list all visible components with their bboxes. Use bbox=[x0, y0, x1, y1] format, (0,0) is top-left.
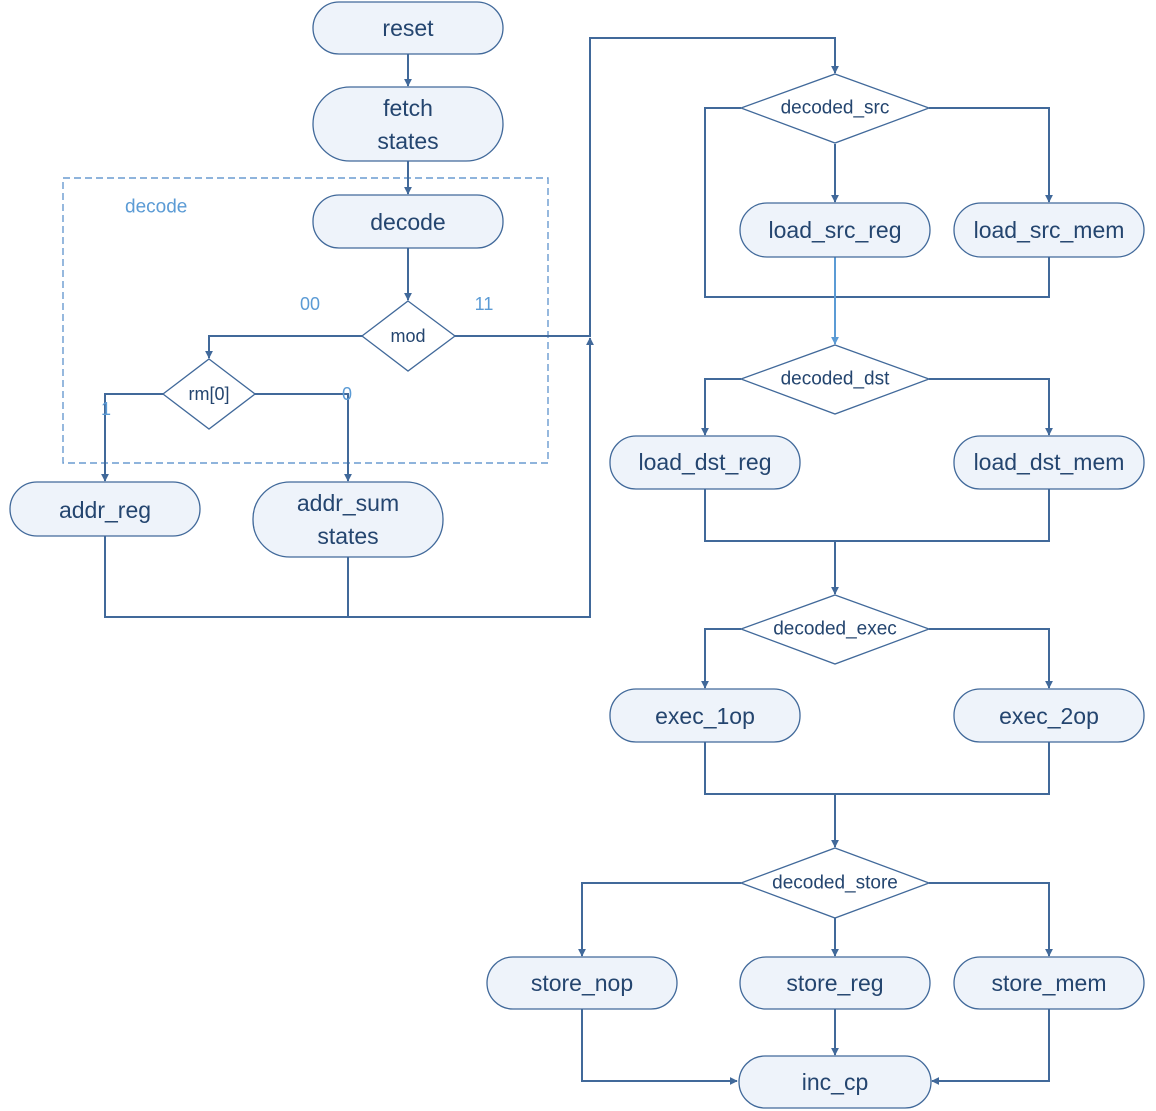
edge-decoded-dst-load-mem bbox=[929, 378, 1053, 436]
edge-decoded-src-load-mem bbox=[929, 107, 1053, 203]
decision-decoded-dst-label: decoded_dst bbox=[781, 369, 891, 390]
edge-decoded-exec-1op bbox=[701, 628, 741, 689]
node-fetch-states: fetch states bbox=[312, 86, 504, 162]
node-load-dst-mem-label: load_dst_mem bbox=[974, 449, 1125, 475]
edge-rm0-addr-sum bbox=[255, 393, 352, 482]
node-store-reg-label: store_reg bbox=[786, 970, 883, 996]
edge-exec-merge bbox=[704, 742, 1050, 795]
decision-rm0: rm[0] bbox=[161, 358, 257, 430]
node-addr-sum-states: addr_sum states bbox=[252, 481, 444, 558]
decision-mod-label: mod bbox=[390, 326, 425, 346]
edge-mod-rm0 bbox=[205, 335, 362, 359]
node-store-nop-label: store_nop bbox=[531, 970, 633, 996]
node-load-dst-mem: load_dst_mem bbox=[953, 435, 1145, 490]
edge-decoded-store-nop bbox=[578, 882, 741, 957]
node-load-src-mem-label: load_src_mem bbox=[974, 217, 1125, 243]
node-fetch-label-line2: states bbox=[377, 128, 438, 154]
node-load-dst-reg: load_dst_reg bbox=[609, 435, 801, 490]
decision-mod: mod bbox=[360, 300, 457, 372]
edge-store-nop-inc-cp bbox=[581, 1009, 738, 1085]
decode-region: decode bbox=[62, 177, 549, 464]
node-load-dst-reg-label: load_dst_reg bbox=[639, 449, 772, 475]
edge-rm0-addr-reg bbox=[101, 393, 163, 482]
edge-label-rm-1: 1 bbox=[101, 399, 111, 419]
node-exec-2op: exec_2op bbox=[953, 688, 1145, 743]
node-addr-reg: addr_reg bbox=[9, 481, 201, 537]
edge-addr-merge-up bbox=[104, 337, 594, 618]
edge-label-rm-0: 0 bbox=[342, 384, 352, 404]
node-exec-2op-label: exec_2op bbox=[999, 703, 1099, 729]
node-reset-label: reset bbox=[382, 15, 434, 41]
decision-rm0-label: rm[0] bbox=[188, 384, 229, 404]
node-decode: decode bbox=[312, 194, 504, 249]
edge-mod-decoded-src bbox=[455, 37, 839, 337]
node-addr-sum-label-line2: states bbox=[317, 523, 378, 549]
node-store-reg: store_reg bbox=[739, 956, 931, 1010]
edge-decoded-src-skip bbox=[704, 107, 1050, 298]
edge-label-mod-00: 00 bbox=[300, 294, 320, 314]
edges bbox=[101, 37, 1053, 1085]
node-addr-reg-label: addr_reg bbox=[59, 497, 151, 523]
node-inc-cp: inc_cp bbox=[738, 1055, 932, 1109]
decode-region-label: decode bbox=[125, 197, 187, 218]
node-store-nop: store_nop bbox=[486, 956, 678, 1010]
decision-decoded-dst: decoded_dst bbox=[739, 344, 931, 415]
decision-decoded-store: decoded_store bbox=[739, 847, 931, 919]
decision-decoded-store-label: decoded_store bbox=[772, 873, 898, 894]
decision-decoded-exec: decoded_exec bbox=[739, 594, 931, 665]
node-inc-cp-label: inc_cp bbox=[802, 1069, 868, 1095]
edge-load-dst-merge bbox=[704, 489, 1050, 542]
edge-decoded-exec-2op bbox=[929, 628, 1053, 689]
node-load-src-reg: load_src_reg bbox=[739, 202, 931, 258]
decision-decoded-src-label: decoded_src bbox=[781, 98, 890, 119]
edge-decoded-dst-load-reg bbox=[701, 378, 741, 436]
node-store-mem-label: store_mem bbox=[991, 970, 1106, 996]
edge-store-mem-inc-cp bbox=[931, 1009, 1050, 1085]
decision-decoded-exec-label: decoded_exec bbox=[773, 619, 897, 640]
node-fetch-label-line1: fetch bbox=[383, 95, 433, 121]
node-load-src-reg-label: load_src_reg bbox=[769, 217, 902, 243]
node-exec-1op-label: exec_1op bbox=[655, 703, 755, 729]
node-exec-1op: exec_1op bbox=[609, 688, 801, 743]
node-decode-label: decode bbox=[370, 209, 445, 235]
node-reset: reset bbox=[312, 1, 504, 55]
edge-decoded-store-mem bbox=[929, 882, 1053, 957]
node-addr-sum-label-line1: addr_sum bbox=[297, 490, 399, 516]
edge-label-mod-11: 11 bbox=[475, 294, 494, 314]
decision-decoded-src: decoded_src bbox=[739, 73, 931, 144]
node-store-mem: store_mem bbox=[953, 956, 1145, 1010]
node-load-src-mem: load_src_mem bbox=[953, 202, 1145, 258]
